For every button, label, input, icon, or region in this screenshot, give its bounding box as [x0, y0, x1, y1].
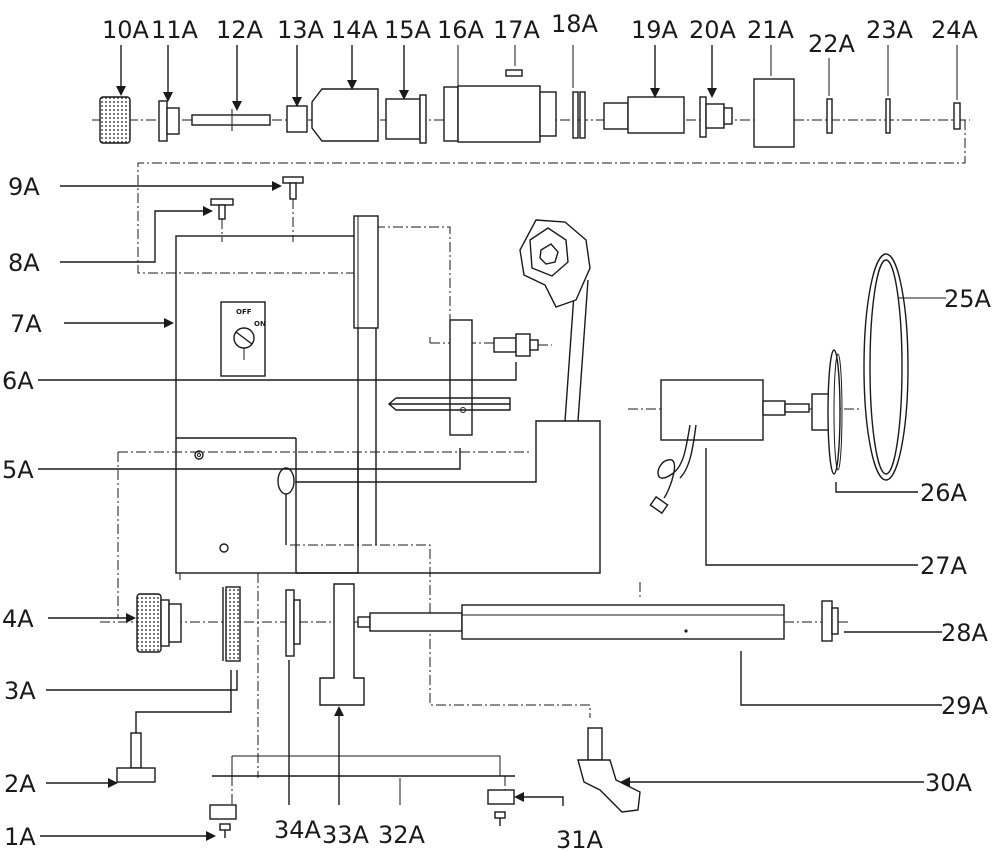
label-5a: 5A — [2, 456, 34, 484]
part-11a-flange — [158, 100, 168, 142]
label-11a: 11A — [151, 16, 199, 44]
label-27a: 27A — [920, 552, 968, 580]
toolpost-assembly — [387, 319, 552, 436]
part-3a-plate — [225, 586, 241, 662]
part-34a-ring — [285, 589, 295, 657]
part-30a-handle — [577, 759, 641, 813]
label-22a: 22A — [808, 30, 856, 58]
power-switch-panel — [220, 301, 266, 377]
part-11a-hub — [166, 107, 180, 135]
part-17a-key — [505, 69, 523, 77]
label-7a: 7A — [10, 310, 42, 338]
part-21a-cover — [753, 78, 795, 148]
part-28a-nut — [821, 600, 833, 642]
switch-off-label: OFF — [236, 308, 252, 316]
part-24a-nut — [953, 102, 961, 130]
label-17a: 17A — [493, 16, 541, 44]
part-2a-foot — [116, 767, 156, 783]
part-23a-ring — [885, 98, 891, 134]
part-27a-motor — [660, 379, 764, 441]
label-3a: 3A — [4, 677, 36, 705]
part-18a-washer — [572, 91, 579, 139]
part-16a-housing — [457, 85, 541, 143]
main-frame — [175, 235, 359, 574]
label-18a: 18A — [551, 10, 599, 38]
label-20a: 20A — [689, 16, 737, 44]
label-31a: 31A — [556, 826, 604, 851]
label-9a: 9A — [8, 173, 40, 201]
part-16a-cap — [443, 86, 459, 142]
part-19a-spindle — [603, 102, 629, 130]
base-assembly — [116, 732, 515, 838]
part-8a-screw-head — [210, 198, 234, 206]
label-10a: 10A — [102, 16, 150, 44]
label-34a: 34A — [274, 816, 322, 844]
part-33a-bracket — [319, 583, 365, 706]
motor-plug — [649, 495, 669, 515]
label-14a: 14A — [331, 16, 379, 44]
label-15a: 15A — [384, 16, 432, 44]
part-6a-pin — [493, 337, 517, 353]
part-29a-shaft — [461, 604, 785, 640]
label-8a: 8A — [8, 249, 40, 277]
label-25a: 25A — [944, 285, 992, 313]
label-23a: 23A — [866, 16, 914, 44]
part-13a-bushing — [286, 105, 308, 133]
label-2a: 2A — [4, 770, 36, 798]
part-9a-screw-head — [282, 176, 304, 184]
label-24a: 24A — [931, 16, 979, 44]
part-15a-sleeve — [385, 98, 421, 140]
switch-lever — [235, 331, 253, 345]
part-12a-shaft — [191, 114, 271, 126]
label-4a: 4A — [2, 605, 34, 633]
screw-3a — [219, 543, 229, 553]
label-13a: 13A — [277, 16, 325, 44]
label-1a: 1A — [4, 823, 36, 851]
part-10a-knob — [99, 96, 131, 144]
part-labels: 10A 11A 12A 13A 14A 15A 16A 17A 18A 19A … — [2, 10, 992, 851]
label-21a: 21A — [747, 16, 795, 44]
switch-on-label: ON — [254, 320, 266, 328]
part-25a-belt — [863, 253, 909, 481]
label-33a: 33A — [322, 821, 370, 849]
part-gauge-knob — [277, 467, 295, 495]
label-29a: 29A — [941, 692, 989, 720]
part-toolpost — [449, 319, 473, 436]
label-19a: 19A — [631, 16, 679, 44]
part-29a-shaft-neck — [369, 612, 463, 632]
part-22a-ring — [826, 98, 833, 134]
lower-assembly — [100, 583, 850, 813]
label-6a: 6A — [2, 367, 34, 395]
label-28a: 28A — [941, 619, 989, 647]
label-30a: 30A — [925, 769, 973, 797]
label-16a: 16A — [437, 16, 485, 44]
part-4a-knob — [136, 593, 162, 653]
part-foot-left — [209, 804, 237, 820]
top-assembly — [92, 69, 970, 148]
leader-lines — [38, 45, 958, 841]
screw-5a — [194, 450, 204, 460]
label-26a: 26A — [920, 479, 968, 507]
label-32a: 32A — [378, 821, 426, 849]
main-body: OFF ON — [175, 176, 601, 574]
part-31a-foot — [487, 789, 515, 805]
label-12a: 12A — [216, 16, 264, 44]
part-20a-collar — [699, 96, 707, 138]
part-2a-stem — [130, 732, 142, 769]
motor-assembly — [628, 253, 909, 515]
part-14a-cone — [311, 88, 379, 142]
part-30a-handle-stem — [587, 727, 603, 761]
motor-cable — [657, 424, 691, 499]
